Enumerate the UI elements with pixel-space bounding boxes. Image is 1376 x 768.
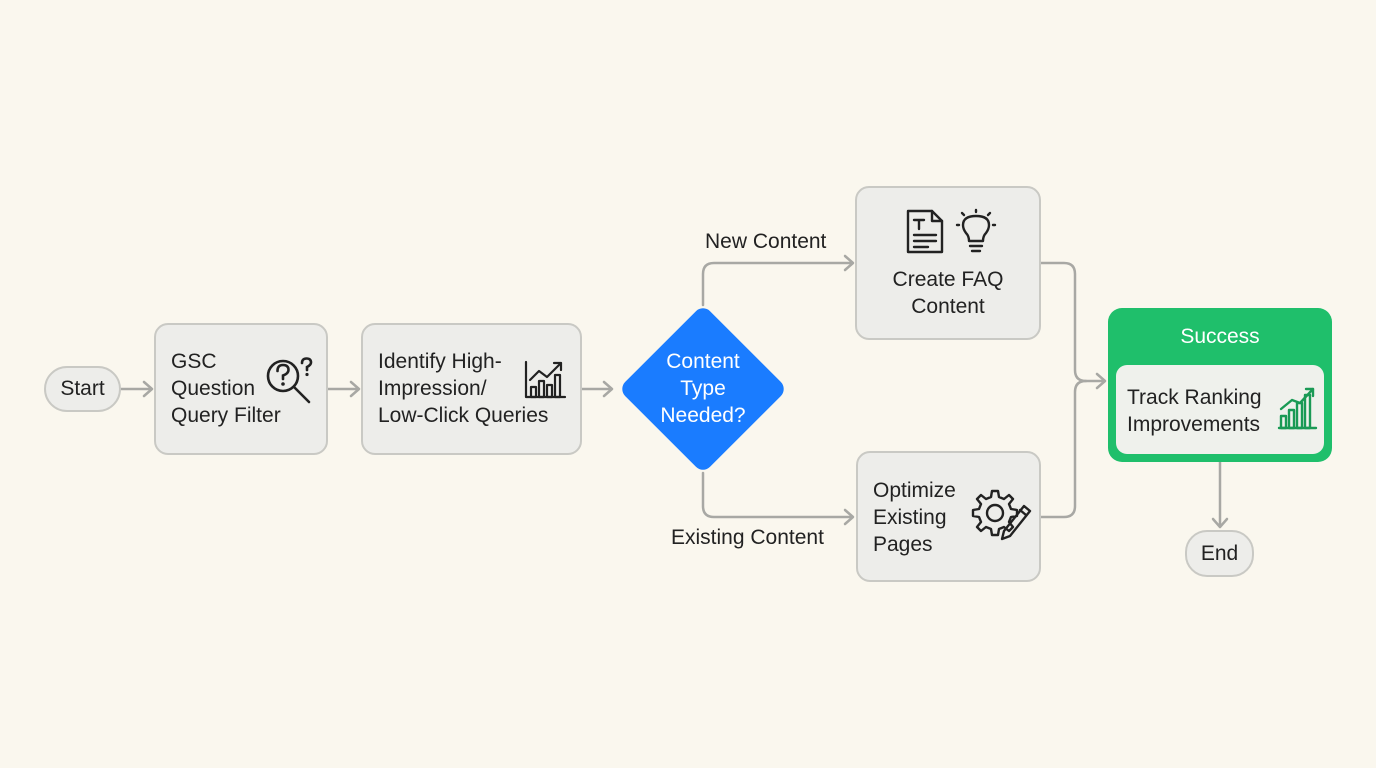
bar-chart-trend-icon bbox=[524, 360, 567, 399]
lightbulb-icon bbox=[955, 208, 997, 253]
gsc-node-text: GSC Question Query Filter bbox=[171, 348, 281, 429]
question-search-icon bbox=[266, 357, 313, 404]
optimize-line-2: Existing bbox=[873, 506, 947, 529]
gsc-line-3: Query Filter bbox=[171, 404, 281, 427]
existing-content-label: Existing Content bbox=[671, 526, 824, 549]
success-node: Success Track Ranking Improvements bbox=[1108, 308, 1332, 462]
connector-optimize-to-merge bbox=[1039, 379, 1088, 519]
start-node: Start bbox=[44, 366, 121, 412]
track-text: Track Ranking Improvements bbox=[1127, 384, 1262, 438]
create-faq-line-1: Create FAQ bbox=[892, 268, 1004, 291]
new-content-label: New Content bbox=[705, 230, 827, 253]
decision-diamond bbox=[622, 308, 784, 470]
arrowhead-create-faq bbox=[843, 254, 855, 272]
start-label: Start bbox=[60, 377, 105, 400]
arrowhead-decision bbox=[602, 380, 614, 398]
connector-decision-to-create-faq bbox=[701, 261, 854, 307]
arrowhead-end bbox=[1211, 517, 1229, 529]
gear-pencil-icon bbox=[971, 489, 1032, 541]
bar-chart-trend-icon bbox=[1277, 387, 1318, 430]
gsc-line-2: Question bbox=[171, 377, 256, 400]
track-ranking-node: Track Ranking Improvements bbox=[1116, 365, 1324, 454]
connector-decision-to-optimize bbox=[701, 471, 854, 519]
optimize-text: Optimize Existing Pages bbox=[873, 477, 956, 558]
optimize-line-1: Optimize bbox=[873, 479, 956, 502]
identify-node-text: Identify High- Impression/ Low-Click Que… bbox=[378, 348, 548, 429]
identify-line-2: Impression/ bbox=[378, 377, 487, 400]
decision-line-1: Content bbox=[666, 350, 740, 373]
document-icon bbox=[906, 209, 944, 254]
decision-text: Content Type Needed? bbox=[616, 348, 790, 429]
create-faq-text: Create FAQ Content bbox=[855, 266, 1041, 320]
optimize-line-3: Pages bbox=[873, 533, 933, 556]
identify-queries-node bbox=[361, 323, 582, 455]
arrowhead-optimize bbox=[843, 508, 855, 526]
arrowhead-success bbox=[1095, 372, 1107, 390]
identify-line-1: Identify High- bbox=[378, 350, 502, 373]
identify-line-3: Low-Click Queries bbox=[378, 404, 549, 427]
decision-line-3: Needed? bbox=[660, 404, 746, 427]
success-title: Success bbox=[1180, 325, 1260, 348]
track-line-2: Improvements bbox=[1127, 413, 1261, 436]
decision-line-2: Type bbox=[680, 377, 726, 400]
create-faq-line-2: Content bbox=[911, 295, 985, 318]
create-faq-content-node bbox=[855, 186, 1041, 340]
track-line-1: Track Ranking bbox=[1127, 386, 1262, 409]
gsc-line-1: GSC bbox=[171, 350, 217, 373]
end-label: End bbox=[1200, 541, 1239, 565]
connector-create-faq-to-merge bbox=[1039, 261, 1106, 383]
arrowhead-gsc bbox=[142, 380, 154, 398]
arrowhead-identify bbox=[349, 380, 361, 398]
end-node: End bbox=[1185, 530, 1254, 577]
gsc-question-query-filter-node bbox=[154, 323, 328, 455]
